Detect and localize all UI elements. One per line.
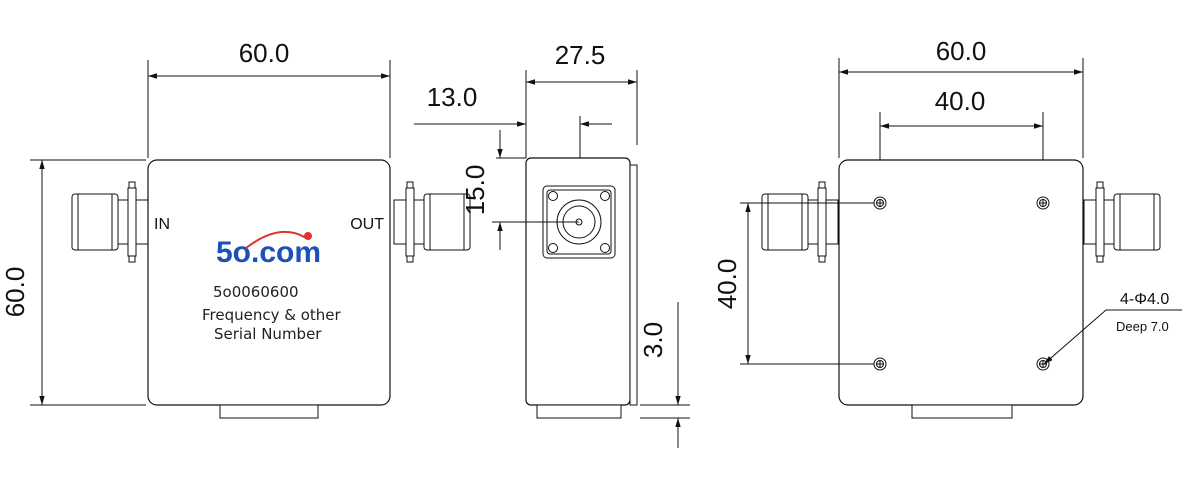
hole-callout: 4-Φ4.0 [1120,291,1169,308]
mounting-hole [1036,357,1050,371]
back-width-dim: 60.0 [936,36,987,66]
back-view: 60.0 40.0 40.0 [712,36,1182,419]
svg-text:.com: .com [251,236,321,269]
side-offset-dim: 13.0 [427,82,478,112]
front-view: 60.0 60.0 IN OUT 5o .com 5o0060600 Frequ… [0,38,471,419]
note-line-1: Frequency & other [202,306,342,324]
back-hole-spacing-h-dim: 40.0 [935,86,986,116]
side-bottom-dim: 3.0 [638,322,668,358]
mounting-hole [1036,196,1050,210]
hole-depth: Deep 7.0 [1116,319,1169,334]
serial-number: 5o0060600 [213,283,299,301]
brand-logo: 5o .com [216,231,321,269]
front-height-dim: 60.0 [0,267,30,318]
side-width-dim: 27.5 [555,40,606,70]
side-view: 27.5 13.0 15.0 3.0 [414,40,690,448]
back-hole-spacing-v-dim: 40.0 [712,259,742,310]
port-in-label: IN [154,216,170,233]
side-connector-height-dim: 15.0 [460,165,490,216]
note-line-2: Serial Number [214,325,322,343]
front-width-dim: 60.0 [239,38,290,68]
svg-text:5o: 5o [216,236,251,269]
port-out-label: OUT [350,216,384,233]
